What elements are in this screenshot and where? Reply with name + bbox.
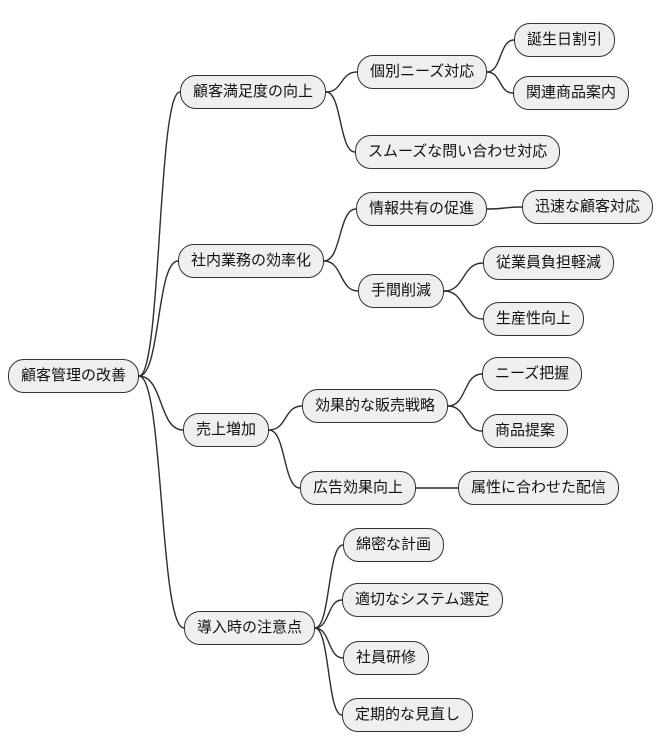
node-birthday-discount: 誕生日割引 bbox=[514, 23, 616, 57]
node-appropriate-system-selection: 適切なシステム選定 bbox=[342, 583, 503, 617]
node-ad-effectiveness: 広告効果向上 bbox=[300, 471, 417, 505]
node-individual-needs: 個別ニーズ対応 bbox=[357, 55, 488, 89]
node-attribute-targeted-delivery: 属性に合わせた配信 bbox=[458, 471, 620, 505]
node-sales-increase: 売上増加 bbox=[183, 413, 270, 447]
node-info-sharing: 情報共有の促進 bbox=[356, 192, 488, 226]
node-effort-reduction: 手間削減 bbox=[358, 274, 445, 308]
node-internal-efficiency: 社内業務の効率化 bbox=[178, 244, 325, 278]
node-needs-grasp: ニーズ把握 bbox=[482, 357, 583, 391]
node-root-customer-management-improvement: 顧客管理の改善 bbox=[8, 359, 140, 393]
node-detailed-plan: 綿密な計画 bbox=[343, 528, 445, 562]
node-effective-sales-strategy: 効果的な販売戦略 bbox=[302, 389, 449, 423]
node-related-products-info: 関連商品案内 bbox=[513, 76, 630, 110]
node-periodic-review: 定期的な見直し bbox=[342, 698, 474, 732]
node-quick-customer-response: 迅速な顧客対応 bbox=[522, 190, 654, 224]
node-employee-training: 社員研修 bbox=[343, 641, 430, 675]
node-product-proposal: 商品提案 bbox=[482, 414, 569, 448]
node-productivity-improvement: 生産性向上 bbox=[483, 302, 585, 336]
node-customer-satisfaction: 顧客満足度の向上 bbox=[180, 75, 327, 109]
node-employee-burden-reduction: 従業員負担軽減 bbox=[483, 246, 615, 280]
node-smooth-inquiry-handling: スムーズな問い合わせ対応 bbox=[355, 135, 561, 169]
node-introduction-cautions: 導入時の注意点 bbox=[184, 611, 316, 645]
